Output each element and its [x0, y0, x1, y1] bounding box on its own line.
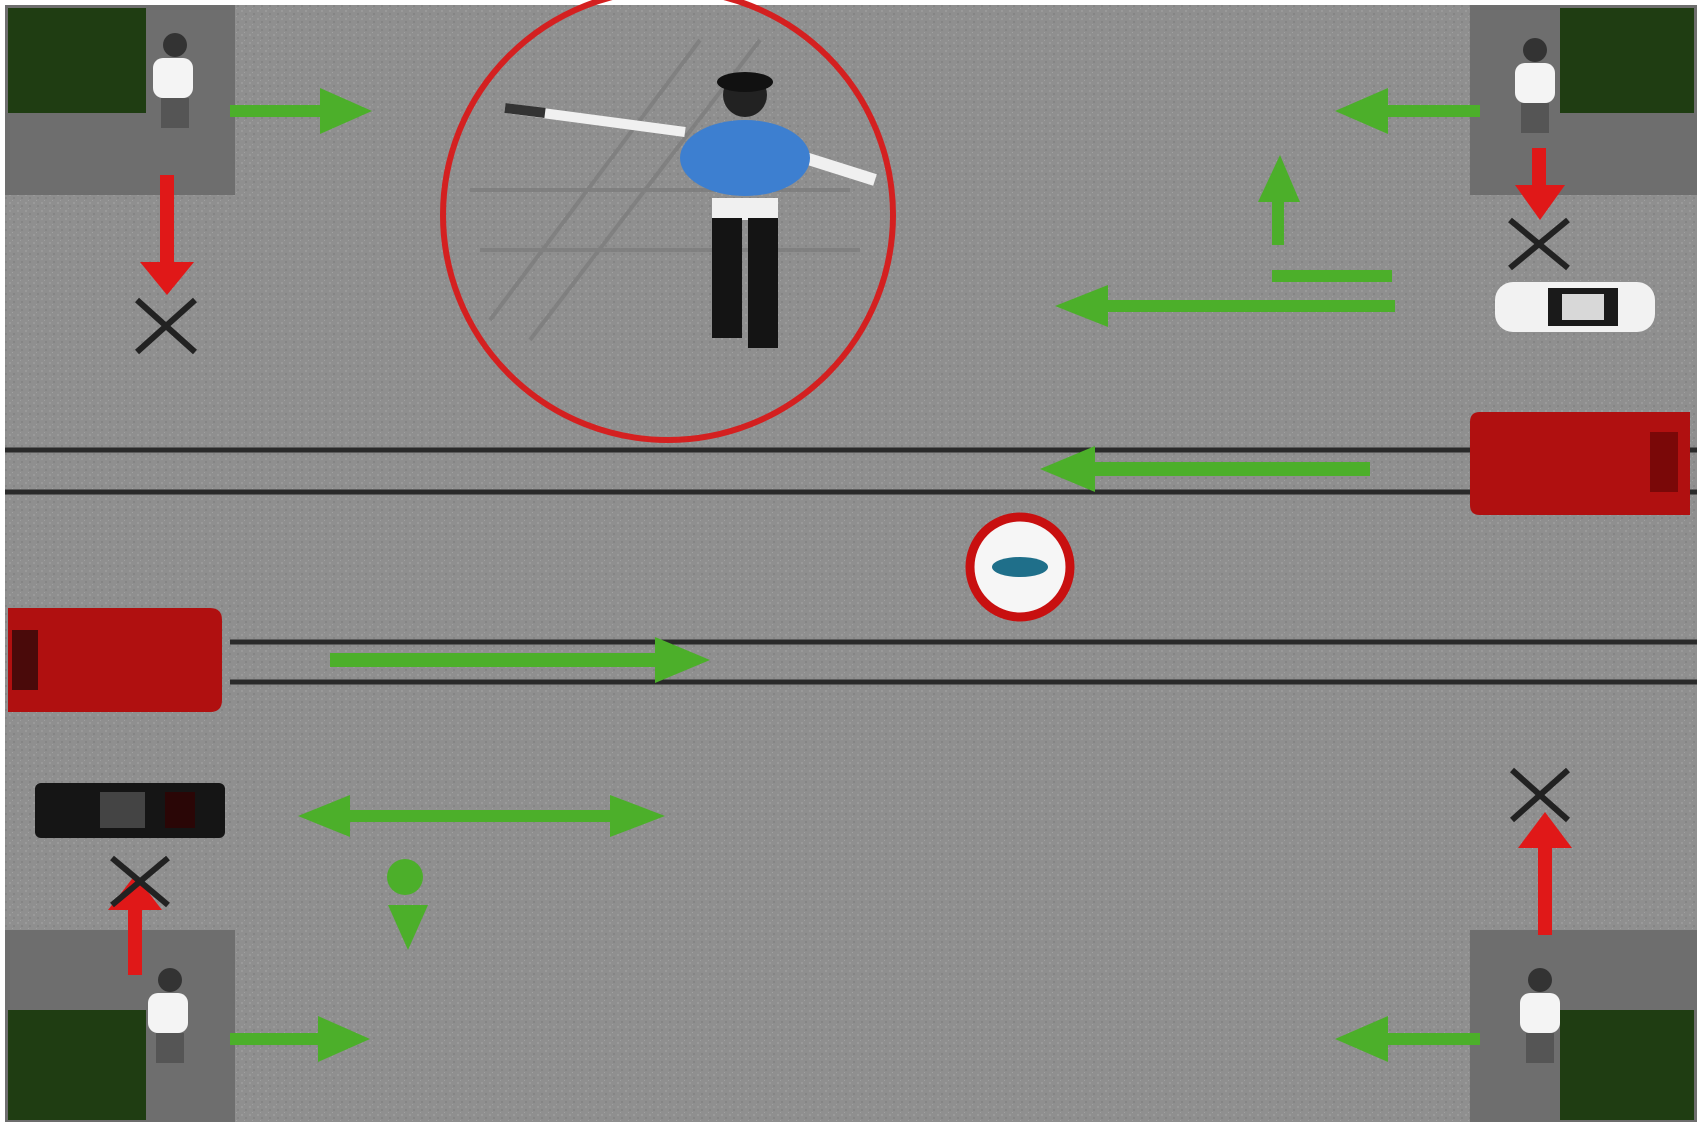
corner-bottom-left — [5, 930, 235, 1122]
red-bus-icon — [8, 608, 222, 712]
white-car-icon — [1495, 282, 1655, 332]
no-entry-sign-icon — [970, 517, 1070, 617]
corner-top-left — [5, 5, 235, 195]
red-bus-icon — [1470, 412, 1690, 515]
corner-top-right — [1470, 5, 1697, 195]
corner-bottom-right — [1470, 930, 1697, 1122]
black-car-icon — [35, 783, 225, 838]
